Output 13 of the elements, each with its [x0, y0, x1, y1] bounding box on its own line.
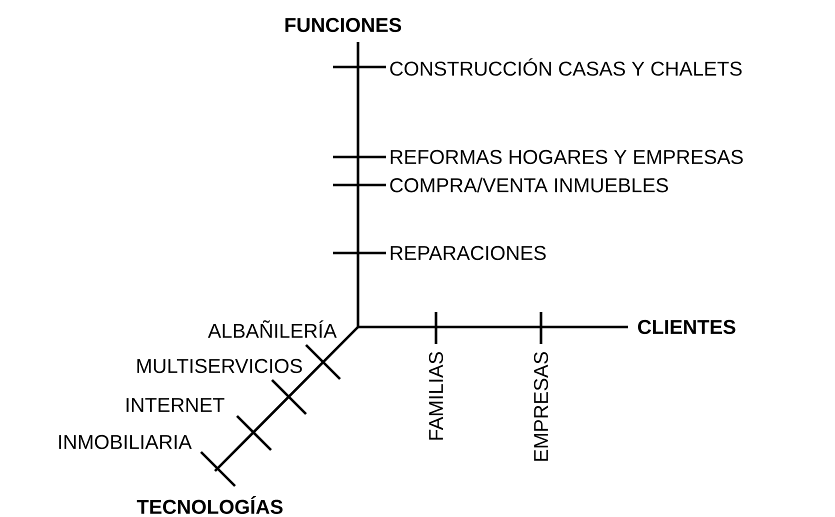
- tick-label: REFORMAS HOGARES Y EMPRESAS: [390, 150, 743, 164]
- tick-label: MULTISERVICIOS: [137, 358, 302, 374]
- tick-label: ALBAÑILERÍA: [208, 320, 337, 338]
- tick-label: FAMILIAS: [428, 352, 444, 440]
- tick-label: REPARACIONES: [390, 246, 546, 260]
- tick-label: COMPRA/VENTA INMUEBLES: [390, 178, 668, 192]
- tick-label: CONSTRUCCIÓN CASAS Y CHALETS: [390, 58, 742, 76]
- tick-label: INTERNET: [126, 398, 224, 412]
- axis-title: FUNCIONES: [285, 18, 402, 32]
- tick-label: EMPRESAS: [534, 352, 548, 461]
- tick-label: INMOBILIARIA: [59, 434, 192, 450]
- axis-title: TECNOLOGÍAS: [136, 496, 283, 514]
- axis-title: CLIENTES: [638, 320, 736, 334]
